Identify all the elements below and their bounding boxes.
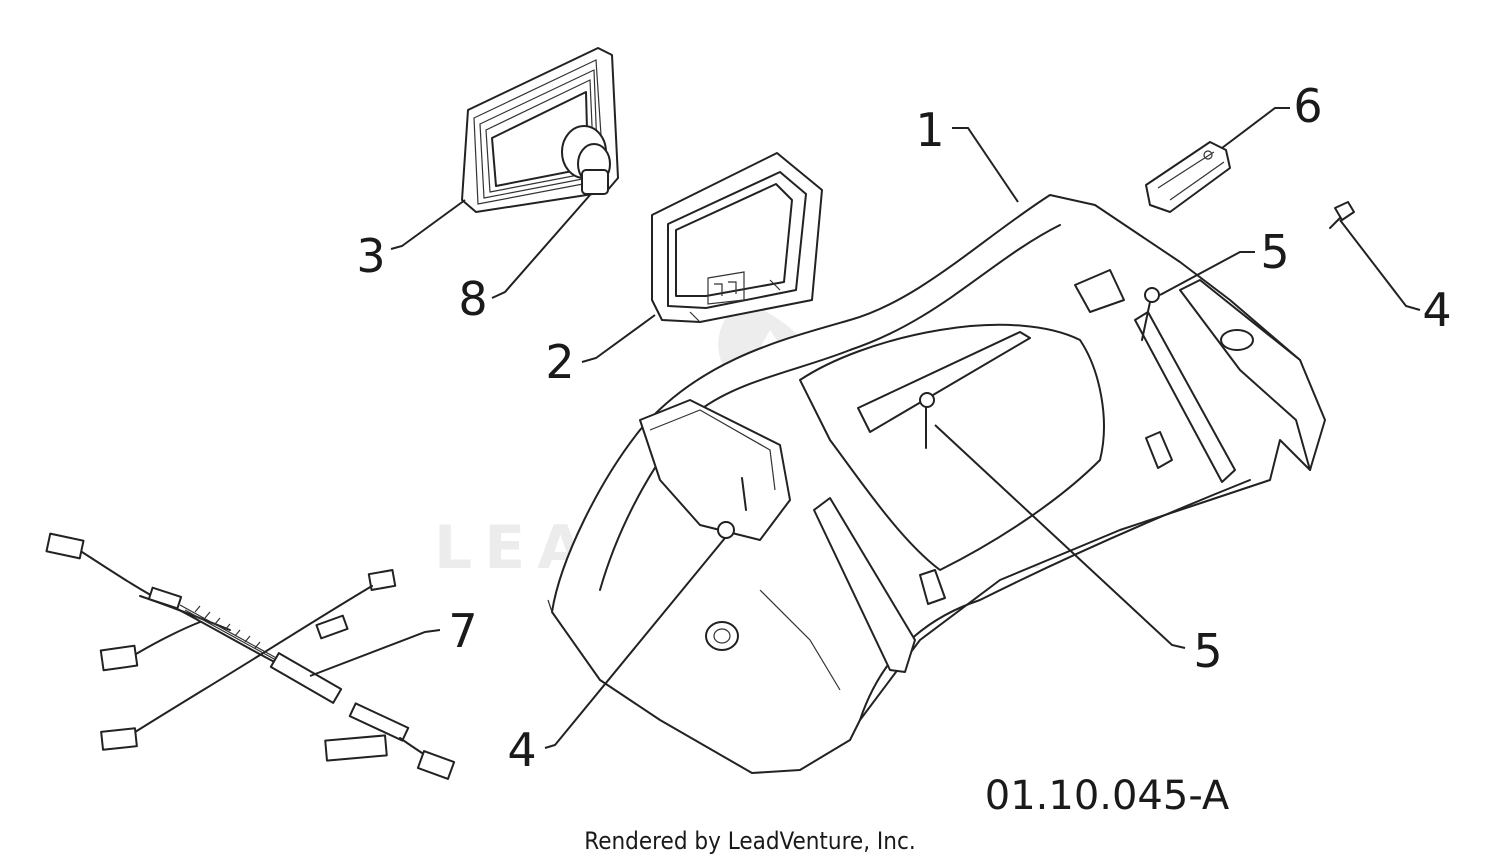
part-5-screw-upper: [1141, 287, 1160, 341]
callout-4-upper: 4: [1422, 283, 1451, 337]
callout-5-center: 5: [1193, 624, 1222, 678]
part-3-headlight: [461, 47, 619, 213]
callout-3: 3: [356, 229, 385, 283]
callout-4-center: 4: [507, 723, 536, 777]
leader-7: [309, 629, 441, 677]
render-credit: Rendered by LeadVenture, Inc.: [584, 827, 915, 855]
part-4-nut-center: [717, 477, 747, 539]
callout-2: 2: [545, 335, 574, 389]
figure-id: 01.10.045-A: [985, 773, 1230, 819]
part-5-screw-center: [919, 392, 935, 449]
part-2-bezel: [651, 152, 823, 323]
leader-6: [1221, 107, 1290, 149]
leader-4-center: [544, 537, 726, 749]
leader-4-upper: [1339, 219, 1421, 311]
part-7-wiring-harness: [45, 532, 456, 780]
callout-7: 7: [448, 604, 477, 658]
leader-2: [581, 314, 656, 363]
leader-5-center: [934, 424, 1186, 649]
callout-6: 6: [1293, 79, 1322, 133]
part-4-nut-upper: [1329, 201, 1355, 229]
callout-numbers: 1 2 3 4 4 5 5 6 7 8: [356, 79, 1451, 777]
callout-5-upper: 5: [1260, 225, 1289, 279]
part-6-switch: [1145, 141, 1231, 213]
callout-1: 1: [915, 103, 944, 157]
leader-1: [952, 127, 1019, 203]
callout-8: 8: [458, 272, 487, 326]
leader-5-upper: [1159, 251, 1255, 296]
leader-8: [491, 194, 591, 299]
part-1-hood: [547, 194, 1326, 774]
leader-lines: [309, 107, 1421, 749]
leader-3: [390, 199, 466, 250]
